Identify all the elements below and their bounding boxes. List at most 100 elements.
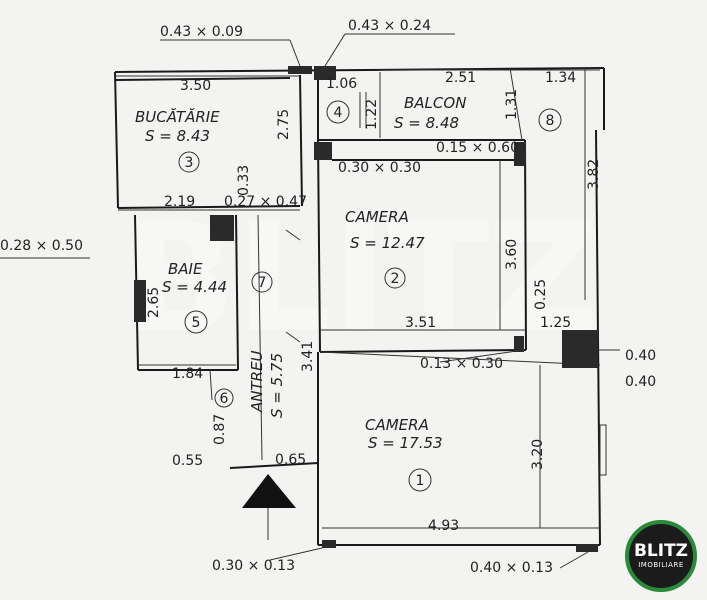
dim-033: 0.33 xyxy=(236,165,252,196)
dimension-lines xyxy=(0,33,620,569)
dim-360: 3.60 xyxy=(504,239,520,270)
door-mark-1 xyxy=(285,229,301,241)
room-name-baie: BAIE xyxy=(168,260,203,278)
wall-baie-right xyxy=(235,214,239,371)
room-circle-1 xyxy=(408,468,432,492)
dim-382: 3.82 xyxy=(586,159,602,190)
window-camera1 xyxy=(599,424,607,476)
pillar-015-060 xyxy=(514,142,526,166)
dim-341: 3.41 xyxy=(300,341,316,372)
pillars xyxy=(134,66,598,552)
pillar-040-040 xyxy=(562,330,598,368)
dim-251: 2.51 xyxy=(445,70,476,86)
dim-493: 4.93 xyxy=(428,518,459,534)
room-name-bucatarie: BUCĂTĂRIE xyxy=(135,107,220,126)
pillar-label-040-013: 0.40 × 0.13 xyxy=(470,560,553,576)
logo-tagline: IMOBILIARE xyxy=(638,560,684,569)
wall-top-inner xyxy=(114,77,291,81)
room-number-7: 7 xyxy=(258,275,267,291)
wall-kitchen-right xyxy=(299,74,303,207)
wall-camera2-bottom xyxy=(319,349,527,353)
pillar-label-040-b: 0.40 xyxy=(625,374,656,390)
room-circle-4 xyxy=(326,100,350,124)
dim-134: 1.34 xyxy=(545,70,576,86)
wall-camera2-left xyxy=(317,139,321,353)
dim-275: 2.75 xyxy=(276,109,292,140)
room-area-baie: S = 4.44 xyxy=(162,278,227,296)
pillar-013-030 xyxy=(514,336,524,352)
room-name-balcon: BALCON xyxy=(404,94,466,112)
pillar-030-013 xyxy=(322,540,336,548)
wall-balcony-divider xyxy=(509,67,523,141)
entrance-arrow-icon xyxy=(242,474,296,508)
room-number-2: 2 xyxy=(391,271,400,287)
wall-camera1-top xyxy=(319,351,601,366)
pillar-label-027-047: 0.27 × 0.47 xyxy=(224,194,307,210)
dimension-labels: 3.50 1.06 2.51 1.34 2.75 1.22 1.31 3.82 … xyxy=(146,70,602,534)
pillar-043-009 xyxy=(288,66,312,74)
room-number-6: 6 xyxy=(220,391,229,407)
room-circle-3 xyxy=(178,151,200,173)
dim-320: 3.20 xyxy=(530,439,546,470)
leader-043-024-b xyxy=(324,33,346,67)
wall-room6 xyxy=(209,369,213,401)
pillar-040-013 xyxy=(576,544,598,552)
pillar-label-030-013: 0.30 × 0.13 xyxy=(212,558,295,574)
dim-219: 2.19 xyxy=(164,194,195,210)
blitz-logo: BLITZ IMOBILIARE xyxy=(625,520,697,592)
wall-top xyxy=(114,67,605,73)
door-mark-2 xyxy=(285,331,301,343)
room-name-camera2: CAMERA xyxy=(345,208,409,226)
dim-351: 3.51 xyxy=(405,315,436,331)
dim-122: 1.22 xyxy=(364,99,380,130)
dim-106: 1.06 xyxy=(326,76,357,92)
room-area-camera1: S = 17.53 xyxy=(368,434,443,452)
pillar-043-024 xyxy=(314,66,336,80)
wall-kitchen-left xyxy=(114,71,119,209)
pillar-030-030 xyxy=(314,142,332,160)
dim-055: 0.55 xyxy=(172,453,203,469)
leader-040-013 xyxy=(559,551,589,569)
logo-name: BLITZ xyxy=(633,540,689,561)
pillar-label-040-a: 0.40 xyxy=(625,348,656,364)
room-number-1: 1 xyxy=(416,473,425,489)
room-area-antreu: S = 5.75 xyxy=(268,353,286,418)
room-circle-7 xyxy=(251,271,273,293)
pillar-label-013-030: 0.13 × 0.30 xyxy=(420,356,503,372)
room-area-bucatarie: S = 8.43 xyxy=(145,127,210,145)
pillar-label-043-009: 0.43 × 0.09 xyxy=(160,24,243,40)
room-number-3: 3 xyxy=(185,155,194,171)
room-name-camera1: CAMERA xyxy=(365,416,429,434)
pillar-label-043-024: 0.43 × 0.24 xyxy=(348,18,431,34)
dim-125: 1.25 xyxy=(540,315,571,331)
room-circle-6 xyxy=(214,388,234,408)
leader-043-009-b xyxy=(289,39,301,67)
dim-065: 0.65 xyxy=(275,452,306,468)
dim-025: 0.25 xyxy=(533,279,549,310)
room-number-5: 5 xyxy=(192,315,201,331)
leader-030-013 xyxy=(269,547,323,561)
pillar-label-015-060: 0.15 × 0.60 xyxy=(436,140,519,156)
pillar-labels: 0.43 × 0.09 0.43 × 0.24 0.15 × 0.60 0.30… xyxy=(0,18,656,576)
dim-131: 1.31 xyxy=(504,89,520,120)
dim-087: 0.87 xyxy=(212,414,228,445)
pillar-label-030-030: 0.30 × 0.30 xyxy=(338,160,421,176)
room-circle-2 xyxy=(384,267,406,289)
room-number-4: 4 xyxy=(334,105,343,121)
pillar-027-047 xyxy=(210,215,234,241)
room-name-antreu: ANTREU xyxy=(248,350,266,413)
wall-kitchen-bottom xyxy=(117,205,301,209)
room-area-camera2: S = 12.47 xyxy=(350,234,425,252)
room-circle-5 xyxy=(184,310,208,334)
leader-013-030 xyxy=(439,349,525,363)
wall-antreu-left xyxy=(257,214,263,461)
dim-265: 2.65 xyxy=(146,287,162,318)
wall-camera2-right xyxy=(524,139,527,351)
dim-350: 3.50 xyxy=(180,78,211,94)
openings xyxy=(285,92,607,476)
room-labels: BUCĂTĂRIE S = 8.43 3 BALCON S = 8.48 8 4… xyxy=(135,94,562,492)
room-circle-8 xyxy=(538,108,562,132)
room-number-8: 8 xyxy=(546,113,555,129)
